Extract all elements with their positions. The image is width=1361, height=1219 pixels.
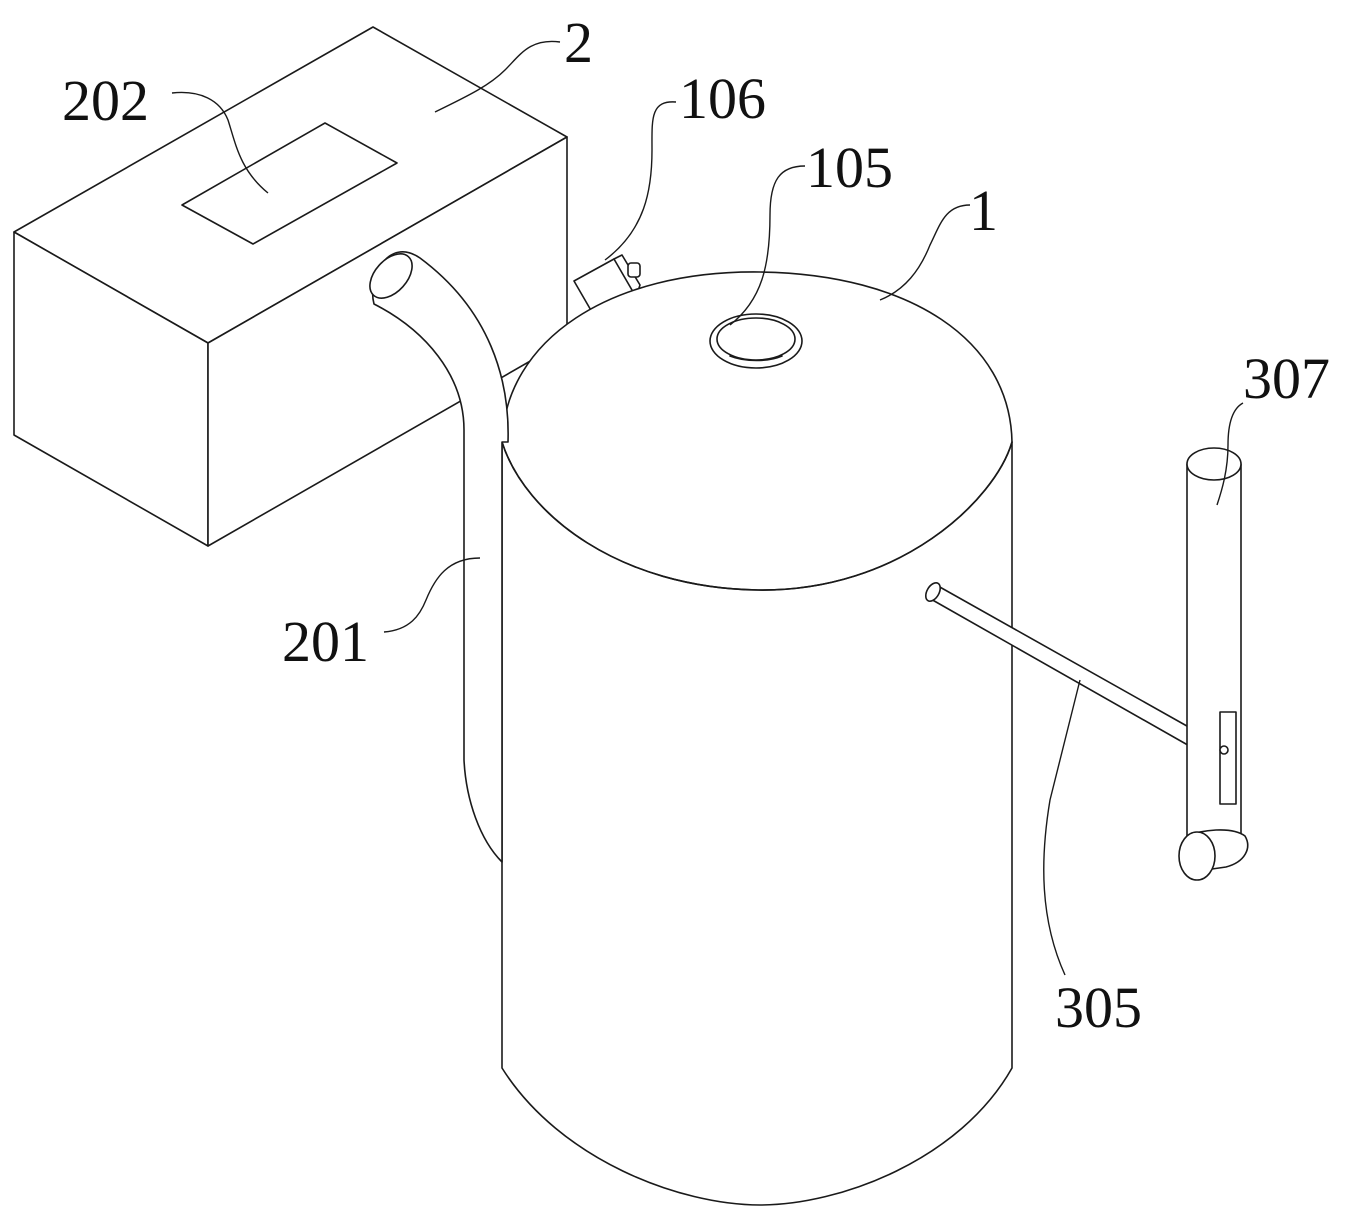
tank-rim bbox=[501, 441, 1013, 591]
tank-body bbox=[501, 271, 1013, 1206]
box-unit bbox=[13, 26, 568, 547]
port-inner-ring bbox=[716, 317, 796, 361]
label-305: 305 bbox=[1055, 975, 1142, 1040]
leader-lines bbox=[171, 40, 1244, 976]
tube-top-cap bbox=[1186, 447, 1242, 481]
leader-305 bbox=[1043, 679, 1081, 976]
valve-knob bbox=[627, 262, 641, 278]
label-307: 307 bbox=[1243, 346, 1330, 411]
label-201: 201 bbox=[282, 609, 369, 674]
leader-202 bbox=[171, 91, 269, 194]
rod-end bbox=[924, 582, 942, 602]
leader-106 bbox=[604, 101, 677, 261]
tube-wheel bbox=[1178, 831, 1216, 881]
label-105: 105 bbox=[806, 135, 893, 200]
tube-slot-pin bbox=[1219, 745, 1229, 755]
port-inner-edge bbox=[729, 355, 783, 362]
tube-slot bbox=[1219, 711, 1237, 805]
label-2: 2 bbox=[564, 10, 593, 75]
label-106: 106 bbox=[679, 66, 766, 131]
reference-labels: 2 202 106 105 1 307 201 305 bbox=[62, 10, 1330, 1040]
inlet-port-105 bbox=[709, 313, 803, 369]
pipe-201 bbox=[369, 251, 509, 863]
leader-2 bbox=[434, 40, 561, 113]
pipe-end-cap bbox=[369, 253, 413, 299]
tube-307 bbox=[1178, 447, 1249, 881]
leader-201 bbox=[383, 557, 481, 633]
leader-307 bbox=[1216, 402, 1244, 506]
leader-105 bbox=[729, 165, 806, 326]
leader-1 bbox=[879, 204, 971, 301]
tank-cylinder bbox=[501, 441, 1013, 1206]
display-panel bbox=[181, 122, 398, 245]
pipe-body bbox=[371, 251, 509, 863]
label-1: 1 bbox=[969, 178, 998, 243]
label-202: 202 bbox=[62, 68, 149, 133]
